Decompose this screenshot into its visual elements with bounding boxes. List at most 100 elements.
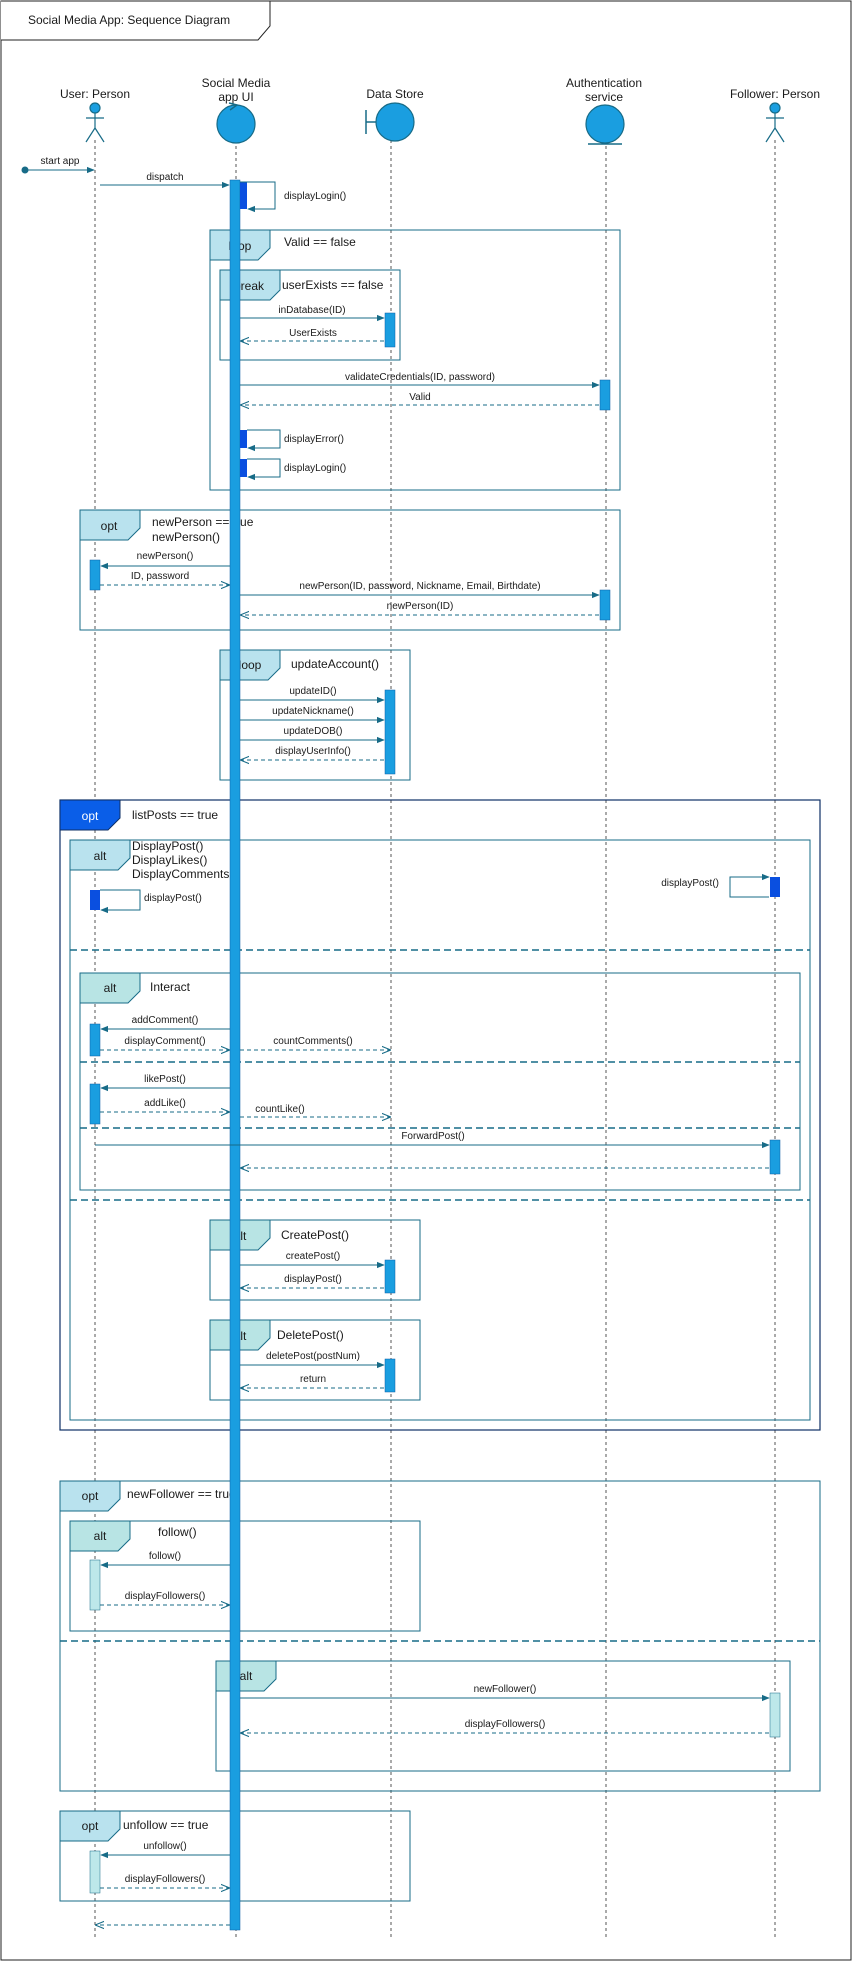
frame-guard-line2: newPerson() [152, 530, 220, 544]
message-arrow [240, 181, 276, 213]
participant-ui-label: Social Media [202, 76, 271, 90]
frame-alt-follow[interactable]: alt follow() [69, 1520, 421, 1632]
frame-guard: Interact [150, 980, 191, 994]
message-label: UserExists [289, 328, 337, 339]
frame-operator: opt [101, 519, 118, 533]
frame-operator: alt [240, 1669, 253, 1683]
activation-auth [599, 589, 611, 621]
participant-user-label: User: Person [60, 87, 130, 101]
frame-operator: loop [239, 658, 262, 672]
message-label: updateID() [289, 686, 336, 697]
message-label: updateDOB() [284, 726, 343, 737]
activation-follower [769, 1139, 781, 1175]
frame-guard: listPosts == true [132, 808, 218, 822]
frames: loop Valid == false break userExists == … [59, 229, 821, 1902]
title-tab [1, 0, 271, 41]
participant-auth-label-line2: service [585, 90, 623, 104]
frame-alt-deletepost[interactable]: alt DeletePost() [209, 1319, 421, 1401]
message-label: follow() [149, 1551, 181, 1562]
frame-guard: DisplayPost() [132, 839, 203, 853]
entity-icon [585, 104, 625, 145]
participant-follower-label: Follower: Person [730, 87, 820, 101]
activation-user [89, 559, 101, 591]
message-label: updateNickname() [272, 706, 354, 717]
frame-guard: updateAccount() [291, 657, 379, 671]
activation-ui-main [229, 179, 241, 1931]
diagram-title: Social Media App: Sequence Diagram [28, 13, 230, 27]
participant-ui[interactable]: Social Media app UI [202, 76, 271, 144]
frame-guard: DeletePost() [277, 1328, 344, 1342]
message-arrow [247, 429, 281, 452]
frame-alt-interact[interactable]: alt Interact [79, 972, 801, 1191]
frame-operator: alt [94, 849, 107, 863]
messages [21, 166, 770, 1926]
message-labels: start app dispatch displayLogin() inData… [41, 156, 719, 1885]
message-label: likePost() [144, 1074, 186, 1085]
message-label: ID, password [131, 571, 189, 582]
message-arrow [100, 889, 141, 914]
frame-guard: CreatePost() [281, 1228, 349, 1242]
activation-ds [384, 1259, 396, 1294]
frame-alt-newfollower[interactable]: alt [215, 1660, 791, 1772]
message-label: Valid [409, 392, 431, 403]
message-label: displayFollowers() [125, 1591, 206, 1602]
message-label: deletePost(postNum) [266, 1351, 360, 1362]
message-label: ForwardPost() [401, 1131, 464, 1142]
message-label: newPerson(ID, password, Nickname, Email,… [299, 581, 540, 592]
actor-icon [765, 102, 785, 143]
message-label: displayComment() [124, 1036, 205, 1047]
frame-alt-displaypost[interactable]: alt DisplayPost() DisplayLikes() Display… [69, 839, 237, 881]
activation-user [90, 890, 100, 910]
frame-guard: follow() [158, 1525, 197, 1539]
message-arrow [247, 458, 281, 481]
participant-follower[interactable]: Follower: Person [730, 87, 820, 143]
message-label: countLike() [255, 1104, 304, 1115]
control-icon [216, 102, 256, 144]
activation-user [89, 1850, 101, 1894]
frame-guard: unfollow == true [123, 1818, 209, 1832]
frame-operator: opt [82, 809, 99, 823]
message-label: displayError() [284, 434, 344, 445]
frame-operator: alt [104, 981, 117, 995]
participant-auth[interactable]: Authentication service [566, 76, 642, 145]
activation-follower [769, 1692, 781, 1738]
activation-ds [384, 312, 396, 348]
frame-guard: userExists == false [282, 278, 384, 292]
message-label: displayLogin() [284, 191, 346, 202]
activation-user [89, 1023, 101, 1057]
message-label: newFollower() [474, 1684, 537, 1695]
frame-opt-listposts[interactable]: opt listPosts == true [59, 799, 821, 1431]
actor-icon [85, 102, 105, 143]
frame-operator: alt [94, 1529, 107, 1543]
activation-user [89, 1083, 101, 1125]
activation-ui-self [240, 430, 247, 448]
activation-user [89, 1559, 101, 1611]
message-label: newPerson() [137, 551, 194, 562]
activation-auth [599, 379, 611, 411]
activation-ds [384, 689, 396, 775]
activation-ui-self [240, 459, 247, 477]
participant-auth-label: Authentication [566, 76, 642, 90]
message-label: return [300, 1374, 326, 1385]
activation-follower [770, 877, 780, 897]
message-label: addComment() [132, 1015, 199, 1026]
message-label: displayPost() [661, 878, 719, 889]
participant-user[interactable]: User: Person [60, 87, 130, 143]
message-label: addLike() [144, 1098, 186, 1109]
frame-opt-newfollower[interactable]: opt newFollower == true [59, 1480, 821, 1792]
participant-ui-label-line2: app UI [218, 90, 253, 104]
frame-guard: newFollower == true [127, 1487, 236, 1501]
activations [89, 179, 781, 1931]
participant-ds[interactable]: Data Store [365, 87, 424, 142]
frame-operator: opt [82, 1489, 99, 1503]
frame-guard-line3: DisplayComments() [132, 867, 237, 881]
frame-guard: newPerson == true [152, 515, 254, 529]
frame-opt-newperson[interactable]: opt newPerson == true newPerson() [79, 509, 621, 631]
message-label: displayUserInfo() [275, 746, 351, 757]
activation-ui-self [240, 182, 247, 209]
message-label: displayLogin() [284, 463, 346, 474]
message-label: createPost() [286, 1251, 340, 1262]
message-label: displayFollowers() [125, 1874, 206, 1885]
participant-ds-label: Data Store [366, 87, 424, 101]
